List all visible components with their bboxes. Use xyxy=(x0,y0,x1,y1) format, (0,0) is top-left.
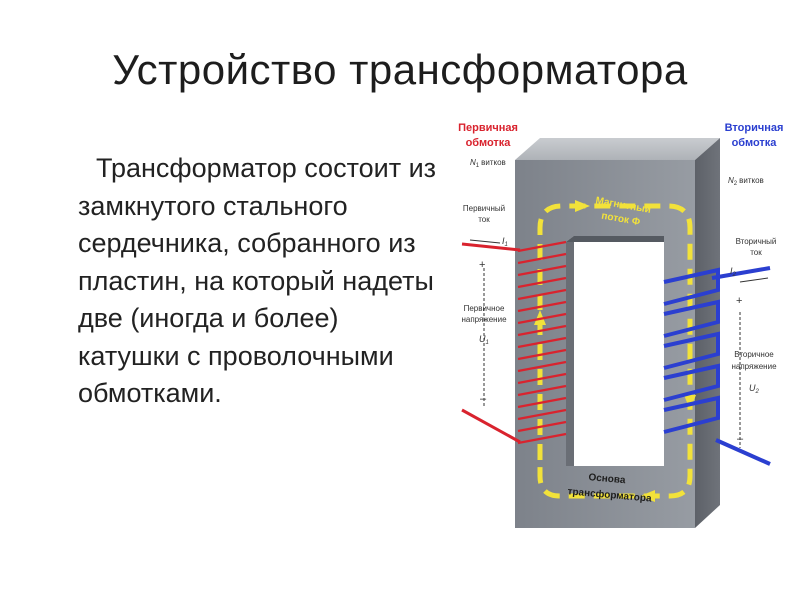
primary-voltage-label-1: Первичное xyxy=(464,304,505,313)
primary-current-label-2: ток xyxy=(478,215,490,224)
primary-winding-label-2: обмотка xyxy=(466,137,512,149)
secondary-current-label-2: ток xyxy=(750,248,762,257)
primary-lead-top xyxy=(461,242,521,252)
flux-arrow-left xyxy=(534,310,546,325)
primary-voltage-symbol: U1 xyxy=(479,334,489,346)
core-window-inner-side xyxy=(566,236,574,466)
core-label-1: Основа xyxy=(588,472,626,486)
secondary-voltage-label-1: Вторичное xyxy=(734,350,774,359)
core-window xyxy=(566,236,664,466)
primary-lead-bottom xyxy=(461,408,521,444)
core-window-inner-top xyxy=(566,236,664,242)
primary-voltage-plus: + xyxy=(479,259,485,271)
flux-arrow-bottom xyxy=(640,490,655,502)
secondary-lead-top xyxy=(711,266,771,280)
primary-current-arrow xyxy=(469,239,501,244)
primary-winding-label-1: Первичная xyxy=(458,122,518,134)
primary-voltage-label-2: напряжение xyxy=(461,315,507,324)
core-side-face xyxy=(695,138,720,528)
core-top-face xyxy=(515,138,720,160)
secondary-voltage-symbol: U2 xyxy=(749,383,760,395)
secondary-current-symbol: I2 xyxy=(730,266,737,278)
primary-winding xyxy=(517,240,567,445)
slide-body-text: Трансформатор состоит из замкнутого стал… xyxy=(78,153,437,408)
secondary-winding-label-2: обмотка xyxy=(732,137,778,149)
flux-arrow-top xyxy=(575,200,590,212)
primary-voltage-minus: – xyxy=(480,393,487,405)
secondary-current-label-1: Вторичный xyxy=(736,237,777,246)
flux-loop xyxy=(537,203,693,499)
secondary-winding-label-1: Вторичная xyxy=(725,122,784,134)
secondary-voltage-plus: + xyxy=(736,295,742,307)
primary-current-symbol: I1 xyxy=(502,236,508,248)
secondary-winding xyxy=(663,267,720,434)
secondary-voltage-label-2: напряжение xyxy=(731,362,777,371)
primary-current-label-1: Первичный xyxy=(463,204,505,213)
slide-title: Устройство трансформатора xyxy=(112,46,688,93)
secondary-lead-bottom xyxy=(715,438,771,466)
secondary-voltage-minus: – xyxy=(737,433,744,445)
secondary-current-arrow xyxy=(739,277,769,283)
flux-label-2: потокΦ xyxy=(601,211,641,229)
